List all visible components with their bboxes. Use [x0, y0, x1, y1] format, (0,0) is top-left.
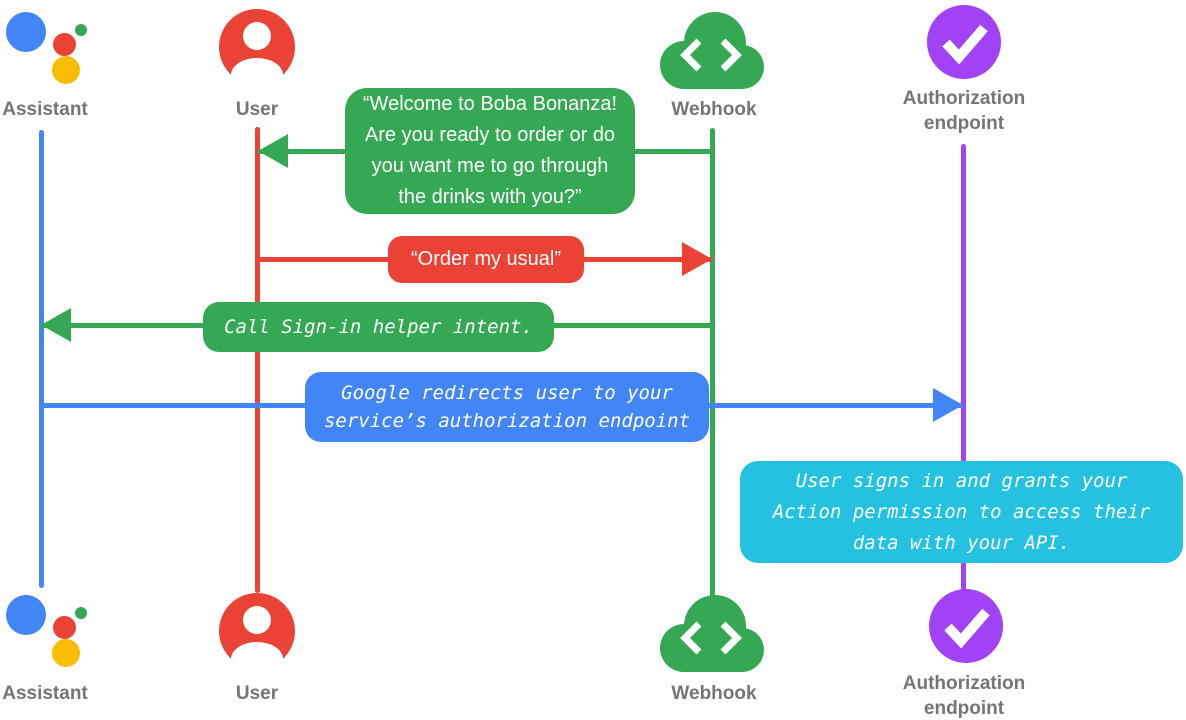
user-to-webhook-arrowhead-icon	[682, 242, 712, 276]
assistant-red-circle	[53, 33, 76, 56]
authorization-endpoint-label-top: Authorization endpoint	[902, 88, 1026, 134]
welcome-message-bubble: “Welcome to Boba Bonanza! Are you ready …	[345, 88, 635, 214]
cloud-code-icon	[660, 595, 764, 672]
assistant-blue-circle	[6, 595, 46, 635]
redirect-message-bubble: Google redirects user to your service’s …	[305, 372, 709, 442]
webhook-label-top: Webhook	[671, 99, 757, 120]
webhook-label-bottom: Webhook	[671, 683, 757, 704]
sign-in-helper-message-bubble: Call Sign-in helper intent.	[203, 302, 554, 352]
authorization-endpoint-label-bottom: Authorization endpoint	[902, 673, 1026, 719]
webhook-to-assistant-arrowhead-icon	[41, 308, 71, 342]
assistant-label-top: Assistant	[2, 99, 88, 120]
person-icon	[219, 593, 295, 669]
assistant-yellow-circle	[52, 639, 80, 667]
order-message-bubble: “Order my usual”	[388, 236, 584, 283]
user-lifeline	[255, 127, 260, 593]
webhook-to-user-arrowhead-icon	[258, 134, 288, 168]
authorization-endpoint-lifeline	[961, 144, 966, 592]
assistant-to-auth-arrowhead-icon	[933, 388, 963, 422]
user-signs-in-note-bubble: User signs in and grants your Action per…	[740, 461, 1183, 563]
assistant-lifeline	[39, 130, 44, 588]
assistant-label-bottom: Assistant	[2, 683, 88, 704]
assistant-blue-circle	[6, 12, 46, 52]
cloud-code-icon	[660, 12, 764, 89]
checkmark-circle-icon	[929, 589, 1003, 663]
checkmark-circle-icon	[927, 5, 1001, 79]
assistant-green-dot	[75, 607, 87, 619]
user-label-bottom: User	[235, 683, 279, 704]
webhook-lifeline	[710, 128, 715, 598]
assistant-red-circle	[53, 616, 76, 639]
user-label-top: User	[235, 99, 279, 120]
person-icon	[219, 9, 295, 85]
assistant-yellow-circle	[52, 56, 80, 84]
assistant-green-dot	[75, 24, 87, 36]
